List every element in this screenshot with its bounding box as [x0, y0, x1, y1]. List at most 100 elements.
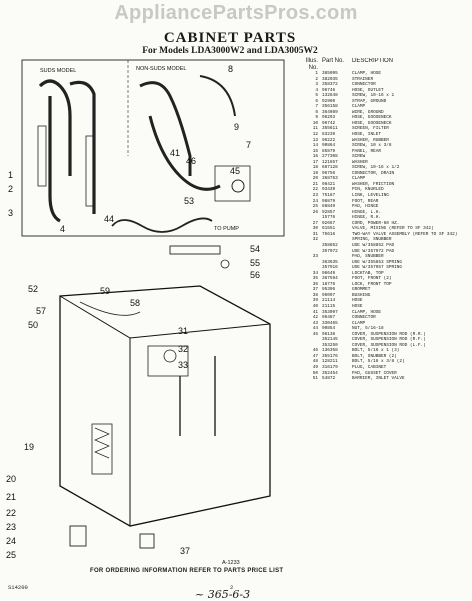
illus-no-cell: 47 — [312, 353, 318, 359]
callout-1: 1 — [8, 170, 13, 180]
part-no-cell: 96138 — [322, 331, 336, 337]
callout-46: 46 — [186, 156, 196, 166]
description-cell: CONNECTOR — [352, 315, 376, 321]
inlet-hose — [111, 217, 213, 233]
description-cell: FOOT, REAR — [352, 198, 379, 204]
non-suds-hose — [139, 81, 192, 176]
page-subtitle: For Models LDA3000W2 and LDA3005W2 — [142, 46, 318, 56]
part-no-cell: 364089 — [322, 109, 338, 115]
part-no-cell: 96746 — [322, 87, 336, 93]
header-description: DESCRIPTION — [352, 58, 394, 64]
suds-hose-segment — [37, 125, 47, 187]
callout-33: 33 — [178, 360, 188, 370]
callout-53: 53 — [184, 196, 194, 206]
description-cell: PIN, KNURLED — [352, 187, 384, 193]
description-cell: SCREW, 10-16 x 1 — [352, 93, 395, 99]
description-cell: FOOT, FRONT (2) — [352, 276, 392, 282]
illus-no-cell: 26 — [312, 209, 318, 215]
illus-no-cell: 37 — [312, 287, 318, 293]
part-no-cell: 368763 — [322, 176, 338, 182]
illus-no-cell: 2 — [315, 76, 318, 82]
ordering-footer: FOR ORDERING INFORMATION REFER TO PARTS … — [90, 568, 284, 574]
part-no-cell: 687128 — [322, 165, 338, 171]
callout-59: 59 — [100, 286, 110, 296]
description-cell: USE W/357972 PAD — [352, 248, 395, 254]
callout-labels: 1 2 3 4 7 8 9 41 44 45 46 53 54 55 56 52… — [6, 64, 260, 566]
suds-hose-right — [69, 80, 96, 214]
callout-45: 45 — [230, 166, 240, 176]
part-no-cell: 98879 — [322, 198, 336, 204]
illus-no-cell: 39 — [312, 298, 318, 304]
illus-no-cell: 3 — [315, 82, 318, 88]
description-cell: WASHER, FRICTION — [352, 181, 395, 187]
illus-no-cell: 41 — [312, 309, 318, 315]
description-cell: STRAINER — [352, 76, 374, 82]
part-no-cell: 96756 — [322, 170, 336, 176]
illus-no-cell: 18 — [312, 165, 318, 171]
description-cell: USE W/355853 SPRING — [352, 259, 403, 265]
callout-25: 25 — [6, 550, 16, 560]
to-pump-label: TO PUMP — [214, 226, 239, 232]
part-no-cell: 128211 — [322, 359, 338, 365]
illus-no-cell: 35 — [312, 276, 318, 282]
part-no-cell: 98421 — [322, 181, 336, 187]
part-no-cell: 96742 — [322, 120, 336, 126]
callout-4: 4 — [60, 224, 65, 234]
part-no-cell: 353097 — [322, 309, 338, 315]
part-no-cell: 21115 — [322, 303, 336, 309]
description-cell: WASHER — [352, 159, 368, 165]
callout-3: 3 — [8, 208, 13, 218]
description-cell: GROMMET — [352, 287, 371, 293]
description-cell: PAD, HINGE — [352, 204, 379, 210]
description-cell: PAD, GUSSET COVER — [352, 370, 397, 376]
description-cell: WIRE, GROUND — [352, 109, 384, 115]
illus-no-cell: 27 — [312, 220, 318, 226]
exploded-diagram: SUDS MODEL NON-SUDS MODEL TO PUMP — [6, 59, 285, 566]
illus-no-cell: 12 — [312, 132, 318, 138]
callout-20: 20 — [6, 474, 16, 484]
callout-24: 24 — [6, 536, 16, 546]
description-cell: SPRING, SNUBBER — [352, 237, 392, 243]
hoses-inset-frame — [21, 59, 285, 237]
description-cell: WASHER, RUBBER — [352, 137, 389, 143]
part-no-cell: 96097 — [322, 292, 336, 298]
callout-37: 37 — [180, 546, 190, 556]
part-no-cell: 330465 — [322, 320, 338, 326]
cabinet-top-edge — [59, 295, 271, 339]
valve-port — [163, 349, 177, 363]
illus-no-cell: 7 — [315, 104, 318, 110]
callout-52: 52 — [28, 284, 38, 294]
description-cell: CLAMP — [352, 176, 366, 182]
part-no-cell: 83239 — [322, 132, 336, 138]
illus-no-cell: 42 — [312, 315, 318, 321]
description-cell: LOCK, FRONT TOP — [352, 281, 392, 287]
part-no-cell: 358372 — [322, 82, 338, 88]
header-part-no: Part No. — [322, 58, 345, 64]
illus-no-cell: 22 — [312, 187, 318, 193]
part-no-cell: 92667 — [322, 220, 336, 226]
description-cell: SCREW, 10-16 x 1/2 — [352, 165, 400, 171]
page-title: CABINET PARTS — [163, 30, 297, 46]
illus-no-cell: 46 — [312, 348, 318, 354]
